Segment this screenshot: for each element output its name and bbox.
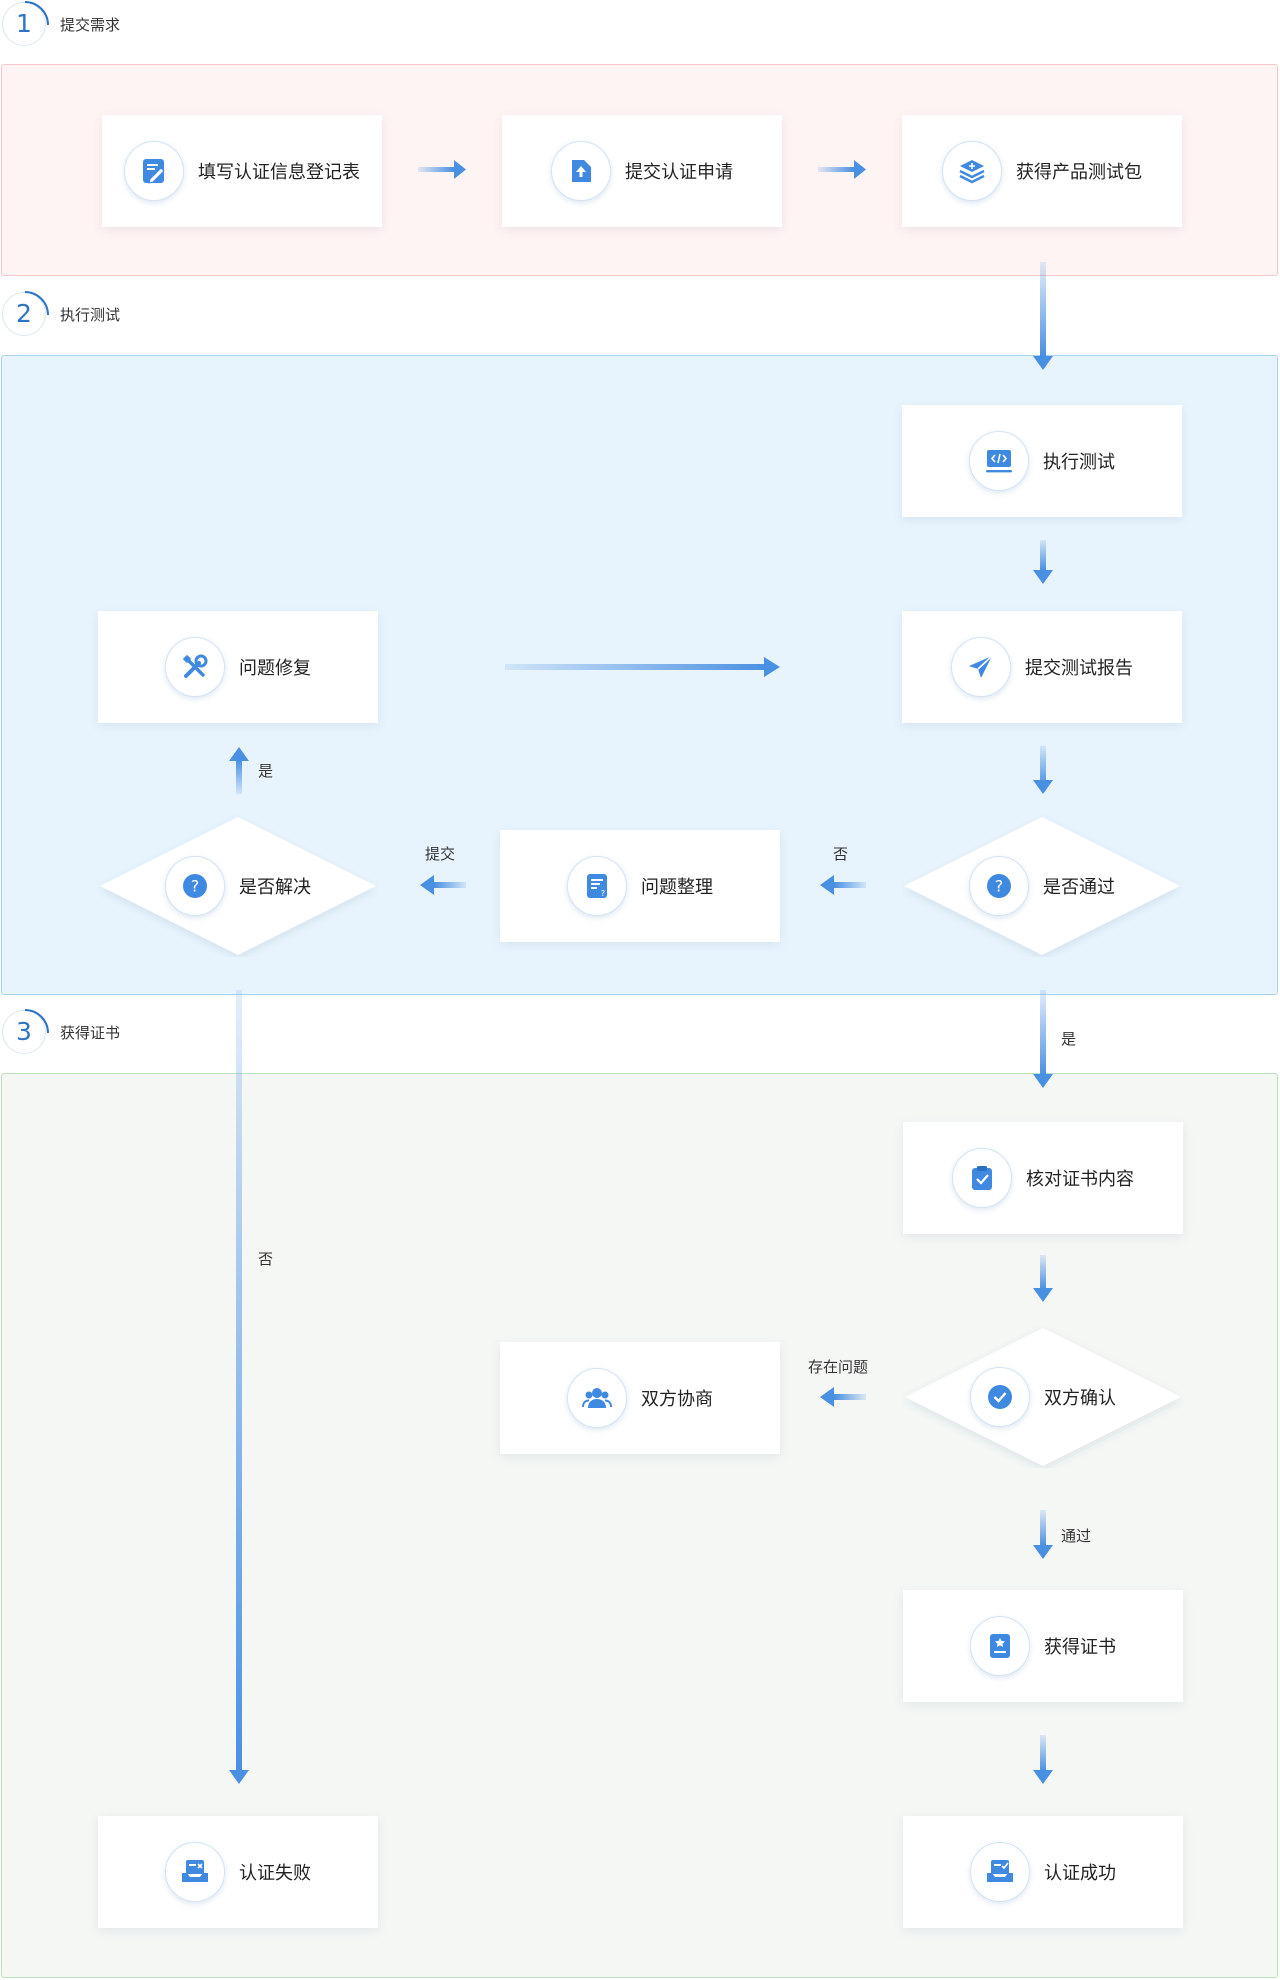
node-label: 填写认证信息登记表 [198,162,360,183]
node-label: 提交测试报告 [1025,658,1133,679]
arrow-resolved-to-fix [229,747,249,794]
svg-text:?: ? [601,889,605,898]
arrow-test-to-report [1033,540,1053,584]
node-fill-form[interactable]: 填写认证信息登记表 [102,115,382,227]
svg-text:?: ? [995,877,1004,896]
node-label: 双方确认 [1044,1388,1116,1409]
decision-is-resolved[interactable]: ? 是否解决 [98,815,378,957]
node-run-test[interactable]: 执行测试 [902,405,1182,517]
step-progress-arc [24,1009,49,1034]
edge-label-no-sort: 否 [833,845,849,863]
step-circle [2,292,46,336]
node-cert-fail[interactable]: 认证失败 [98,1816,378,1928]
step-progress-arc [24,291,49,316]
node-submit-application[interactable]: 提交认证申请 [502,115,782,227]
decision-mutual-confirm[interactable]: 双方确认 [903,1326,1183,1468]
node-label: 问题修复 [239,658,311,679]
tray-fail-icon [165,1842,225,1902]
arrow-confirm-to-cert [1033,1510,1053,1559]
node-label: 核对证书内容 [1026,1169,1134,1190]
layers-icon [942,141,1002,201]
node-label: 认证成功 [1044,1863,1116,1884]
document-question-icon: ? [567,856,627,916]
certificate-icon [970,1616,1030,1676]
arrow-check-to-sort [820,875,866,895]
node-label: 执行测试 [1043,452,1115,473]
edge-label-pass: 通过 [1061,1527,1092,1545]
arrow-confirm-to-negotiate [820,1387,866,1407]
upload-file-icon [551,141,611,201]
users-icon [567,1368,627,1428]
step-label: 获得证书 [60,1024,121,1042]
question-icon: ? [969,856,1029,916]
step-progress-arc [24,1,49,26]
node-issue-fix[interactable]: 问题修复 [98,611,378,723]
step-number: 2 [16,299,32,328]
step-circle [2,2,46,46]
node-negotiate[interactable]: 双方协商 [500,1342,780,1454]
arrow-sort-to-resolved [420,875,466,895]
arrow-apply-to-package [818,160,866,179]
paper-plane-icon [951,637,1011,697]
code-monitor-icon [969,431,1029,491]
arrow-package-to-test [1033,262,1053,370]
node-get-cert[interactable]: 获得证书 [903,1590,1183,1702]
step-circle [2,1010,46,1054]
node-label: 获得证书 [1044,1637,1116,1658]
node-label: 双方协商 [641,1389,713,1410]
node-submit-report[interactable]: 提交测试报告 [902,611,1182,723]
node-label: 获得产品测试包 [1016,162,1142,183]
arrow-cert-to-success [1033,1735,1053,1784]
diamond-shape [904,817,1180,955]
arrow-verify-to-confirm [1033,1255,1053,1302]
diamond-shape [100,817,376,955]
tray-success-icon [970,1842,1030,1902]
step-label: 提交需求 [60,16,121,34]
edge-label-yes-fix: 是 [258,762,274,780]
clipboard-check-icon [952,1148,1012,1208]
step-number: 1 [16,9,32,38]
node-verify-cert[interactable]: 核对证书内容 [903,1122,1183,1234]
question-icon: ? [165,856,225,916]
arrow-form-to-apply [418,160,466,179]
node-get-test-package[interactable]: 获得产品测试包 [902,115,1182,227]
edge-label-submit: 提交 [425,845,456,863]
arrow-fix-to-report [505,657,780,677]
diamond-shape [905,1328,1181,1466]
node-label: 提交认证申请 [625,162,733,183]
edit-form-icon [124,141,184,201]
step-label: 执行测试 [60,306,121,324]
arrow-resolved-to-fail [229,990,249,1784]
svg-text:?: ? [191,877,200,896]
decision-is-passed[interactable]: ? 是否通过 [902,815,1182,957]
check-circle-icon [970,1367,1030,1427]
node-cert-success[interactable]: 认证成功 [903,1816,1183,1928]
node-label: 是否解决 [239,877,311,898]
edge-label-has-issue: 存在问题 [808,1358,869,1376]
node-issue-sort[interactable]: ? 问题整理 [500,830,780,942]
arrow-report-to-check [1033,746,1053,794]
node-label: 认证失败 [239,1863,311,1884]
node-label: 问题整理 [641,877,713,898]
tools-icon [165,637,225,697]
edge-label-no-fail: 否 [258,1250,274,1268]
arrow-check-to-verify [1033,990,1053,1088]
node-label: 是否通过 [1043,877,1115,898]
edge-label-yes-pass: 是 [1061,1030,1077,1048]
step-number: 3 [16,1017,32,1046]
